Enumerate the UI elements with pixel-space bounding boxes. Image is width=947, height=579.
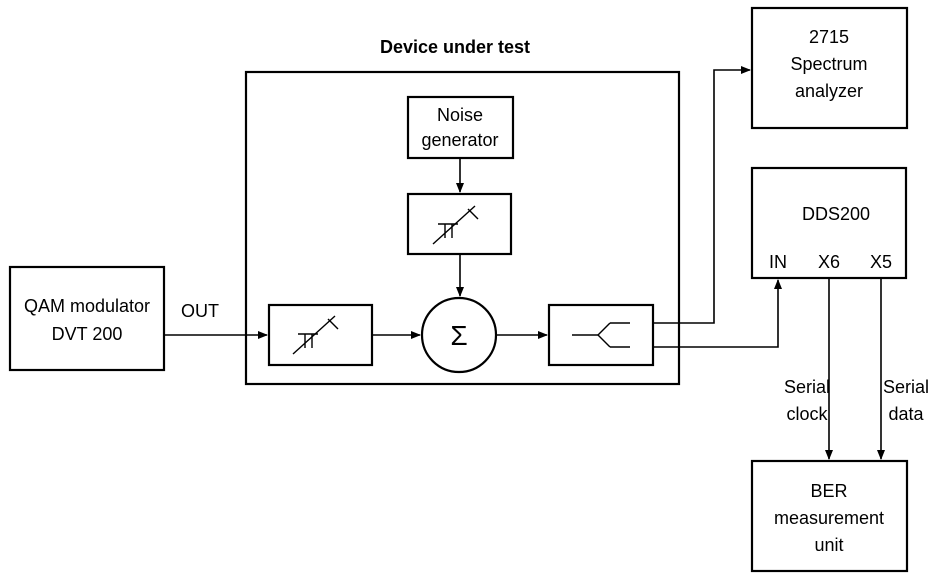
attenuator-icon xyxy=(432,205,479,245)
wire-splitter-to-dds200 xyxy=(653,279,782,348)
noise-generator-line1: Noise xyxy=(437,105,483,125)
serial-clock-line2: clock xyxy=(786,404,828,424)
noise-generator: Noise generator xyxy=(406,95,515,160)
dds200-port-in: IN xyxy=(769,252,787,272)
ber-unit-box xyxy=(750,459,909,573)
qam-modulator-line2: DVT 200 xyxy=(52,324,123,344)
dds200-port-x6: X6 xyxy=(818,252,840,272)
serial-data-line1: Serial xyxy=(883,377,929,397)
noise-attenuator xyxy=(406,192,513,256)
spectrum-analyzer-line2: Spectrum xyxy=(790,54,867,74)
qam-modulator-box xyxy=(8,265,166,372)
ber-unit-line3: unit xyxy=(814,535,843,555)
spectrum-analyzer-box xyxy=(750,6,909,130)
ber-unit-line2: measurement xyxy=(774,508,884,528)
noise-attenuator-box xyxy=(406,192,513,256)
wire-splitter-to-spectrum-analyzer xyxy=(653,66,751,324)
spectrum-analyzer-line1: 2715 xyxy=(809,27,849,47)
spectrum-analyzer-line3: analyzer xyxy=(795,81,863,101)
qam-modulator: QAM modulator DVT 200 xyxy=(8,265,166,372)
noise-generator-box xyxy=(406,95,515,160)
signal-attenuator-box xyxy=(267,303,374,367)
connections xyxy=(164,66,885,460)
dut-title: Device under test xyxy=(380,37,530,57)
serial-clock-line1: Serial xyxy=(784,377,830,397)
dds200-title: DDS200 xyxy=(802,204,870,224)
sigma-icon: Σ xyxy=(450,320,467,351)
attenuator-icon xyxy=(292,315,339,355)
summer: Σ xyxy=(420,296,498,374)
dds200: DDS200 IN X6 X5 xyxy=(750,166,908,280)
splitter xyxy=(547,303,655,367)
splitter-icon xyxy=(572,322,630,348)
dds200-port-x5: X5 xyxy=(870,252,892,272)
qam-modulator-line1: QAM modulator xyxy=(24,296,150,316)
out-label: OUT xyxy=(181,301,219,321)
dds200-box xyxy=(750,166,908,280)
spectrum-analyzer: 2715 Spectrum analyzer xyxy=(750,6,909,130)
ber-unit: BER measurement unit xyxy=(750,459,909,573)
signal-attenuator xyxy=(267,303,374,367)
serial-data-line2: data xyxy=(888,404,924,424)
splitter-box xyxy=(547,303,655,367)
noise-generator-line2: generator xyxy=(421,130,498,150)
ber-unit-line1: BER xyxy=(810,481,847,501)
